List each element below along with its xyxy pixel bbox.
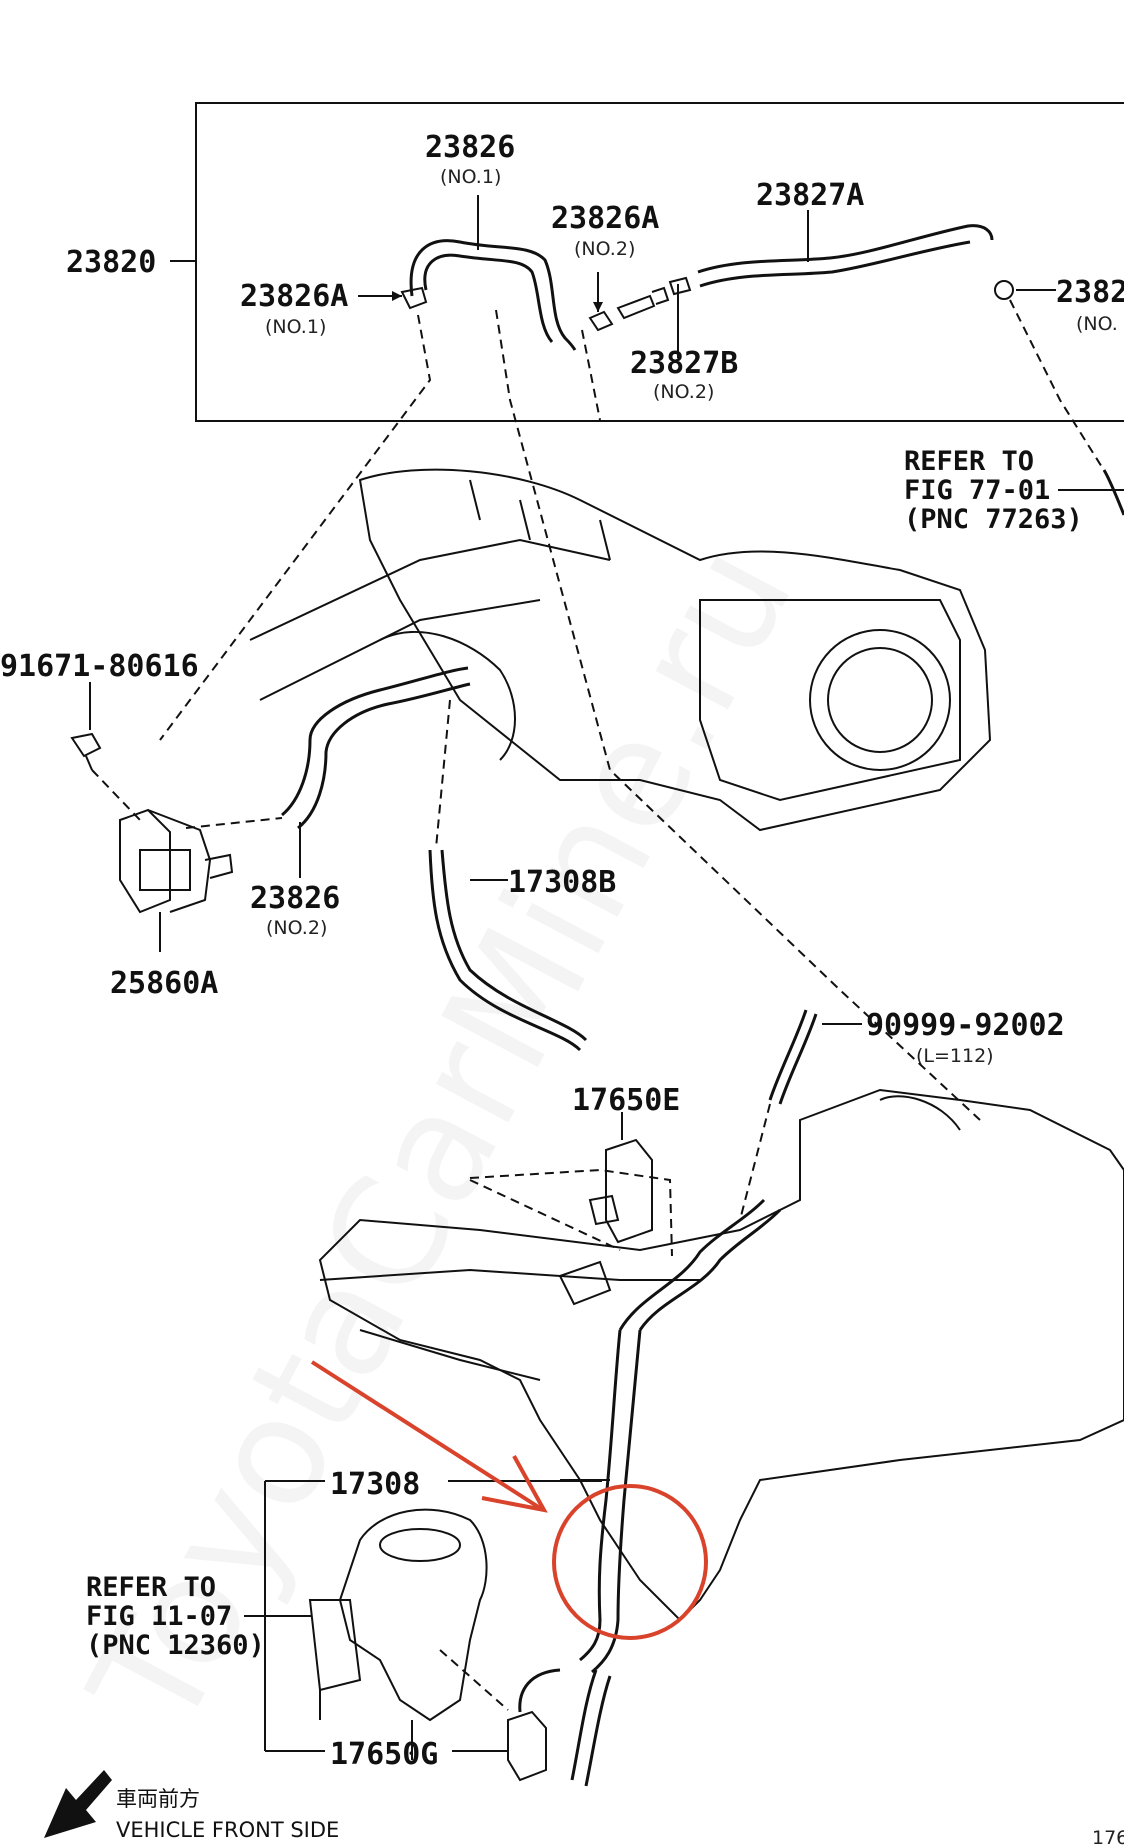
label-23826-top-sub: (NO.1) [440,166,501,188]
engine-block-upper [358,468,992,832]
annotation-circle [552,1484,708,1640]
ref-77-01-line2: FIG 77-01 [904,475,1050,506]
label-23826-no2-sub: (NO.2) [266,917,327,939]
label-23820: 23820 [66,245,156,280]
ref-11-07-line1: REFER TO [86,1572,216,1603]
label-91671-80616: 91671-80616 [0,649,199,684]
hose-23827A [697,224,994,274]
label-17650G: 17650G [330,1737,438,1772]
ref-77-01-line1: REFER TO [904,446,1034,477]
label-23826A-mid-sub: (NO.2) [574,238,635,260]
clip-right [994,280,1014,300]
label-17650E: 17650E [572,1083,680,1118]
bracket-assembly [308,1508,488,1760]
label-23826A-left: 23826A [240,279,348,314]
label-23826A-left-sub: (NO.1) [265,316,326,338]
vehicle-front-arrow [44,1770,112,1838]
label-90999-sub: (L=112) [916,1045,994,1067]
valve-25860A [119,808,234,952]
ref-77-01-line3: (PNC 77263) [904,504,1083,535]
hose-90999-92002 [768,1009,808,1101]
engine-block-lower [318,1088,1124,1622]
label-90999-92002: 90999-92002 [866,1008,1065,1043]
solenoid-17650G [439,1649,561,1782]
clip-23826A-no2 [588,310,614,332]
connector-23827B [616,294,656,320]
vehicle-front-en: VEHICLE FRONT SIDE [116,1818,339,1842]
label-2382-right: 2382 [1056,275,1124,310]
label-23827B-sub: (NO.2) [653,381,714,403]
clip-23826A-no1 [400,286,428,310]
solenoid-17650E [588,1112,653,1244]
ref-11-07-line2: FIG 11-07 [86,1601,232,1632]
annotation-arrow [310,1360,548,1513]
hose-23826-no1 [409,239,577,351]
bolt-91671-80616 [70,732,102,758]
hose-17308B [428,849,582,1052]
hose-23826-no2 [281,666,469,817]
ref-11-07-line3: (PNC 12360) [86,1630,265,1661]
vehicle-front-jp: 車両前方 [116,1787,200,1811]
label-23826A-mid: 23826A [551,201,659,236]
label-23827B: 23827B [630,346,738,381]
label-17308B: 17308B [508,865,616,900]
label-23826-top: 23826 [425,130,515,165]
corner-number: 176 [1092,1827,1124,1847]
label-23826-no2: 23826 [250,881,340,916]
label-17308: 17308 [330,1467,420,1502]
label-2382-right-sub: (NO. [1076,313,1118,335]
hose-17308 [579,1329,622,1662]
label-25860A: 25860A [110,966,218,1001]
label-23827A: 23827A [756,178,864,213]
